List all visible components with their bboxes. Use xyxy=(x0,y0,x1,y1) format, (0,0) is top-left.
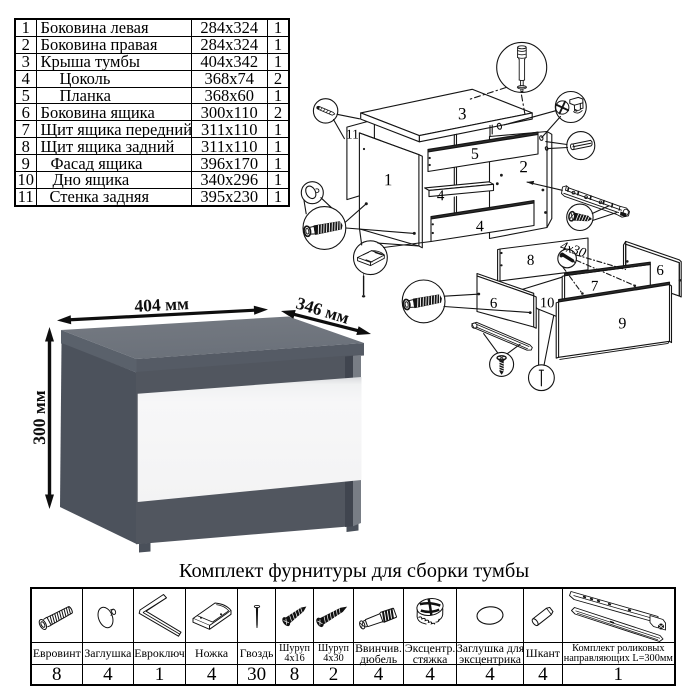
svg-text:1: 1 xyxy=(384,170,393,189)
svg-text:6: 6 xyxy=(490,296,498,312)
svg-text:8: 8 xyxy=(527,253,535,269)
svg-text:4: 4 xyxy=(476,218,484,235)
svg-text:3: 3 xyxy=(458,104,467,123)
svg-text:5: 5 xyxy=(471,146,479,163)
svg-text:6: 6 xyxy=(656,263,664,279)
svg-text:10: 10 xyxy=(540,295,555,311)
svg-text:7: 7 xyxy=(591,279,599,295)
svg-text:300 мм: 300 мм xyxy=(30,390,49,445)
svg-text:11: 11 xyxy=(346,127,359,142)
svg-text:404 мм: 404 мм xyxy=(134,295,190,316)
svg-text:9: 9 xyxy=(618,315,626,332)
svg-text:2: 2 xyxy=(519,157,528,176)
svg-text:4: 4 xyxy=(437,188,445,204)
